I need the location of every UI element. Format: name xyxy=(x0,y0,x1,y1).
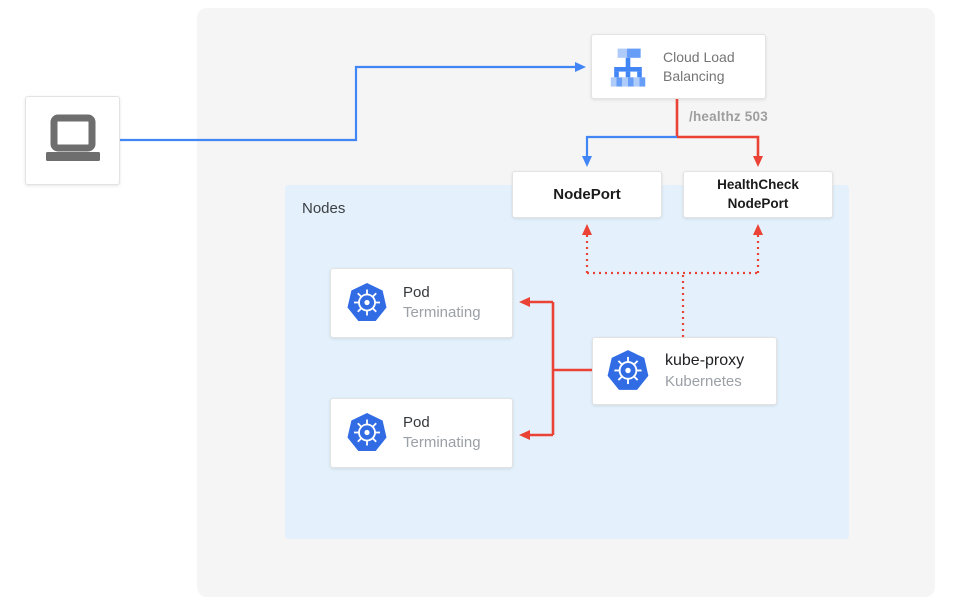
kubernetes-icon xyxy=(345,411,389,455)
pod-title: Pod xyxy=(403,413,430,431)
client-node xyxy=(25,96,120,185)
nodeport-label: NodePort xyxy=(553,186,621,203)
kube-proxy-node: kube-proxy Kubernetes xyxy=(592,337,777,405)
cloud-load-balancing-node: Cloud Load Balancing xyxy=(591,34,766,99)
healthcheck-nodeport-label-line2: NodePort xyxy=(727,195,789,211)
healthcheck-nodeport-node: HealthCheck NodePort xyxy=(683,171,833,218)
nodes-group-label: Nodes xyxy=(302,200,346,217)
pod-node-2: Pod Terminating xyxy=(330,398,513,468)
kube-proxy-subtitle: Kubernetes xyxy=(665,372,742,390)
kubernetes-icon xyxy=(605,348,651,394)
cloud-load-balancing-icon xyxy=(605,44,651,90)
healthcheck-nodeport-label-line1: HealthCheck xyxy=(717,176,799,192)
clb-label-line1: Cloud Load xyxy=(663,49,735,66)
nodeport-node: NodePort xyxy=(512,171,662,218)
clb-label-line2: Balancing xyxy=(663,67,725,84)
pod-status: Terminating xyxy=(403,304,481,321)
pod-node-1: Pod Terminating xyxy=(330,268,513,338)
kube-proxy-title: kube-proxy xyxy=(665,352,745,370)
pod-title: Pod xyxy=(403,283,430,301)
laptop-icon xyxy=(42,114,104,168)
kubernetes-icon xyxy=(345,281,389,325)
pod-status: Terminating xyxy=(403,434,481,451)
healthz-status-label: /healthz 503 xyxy=(689,109,768,124)
